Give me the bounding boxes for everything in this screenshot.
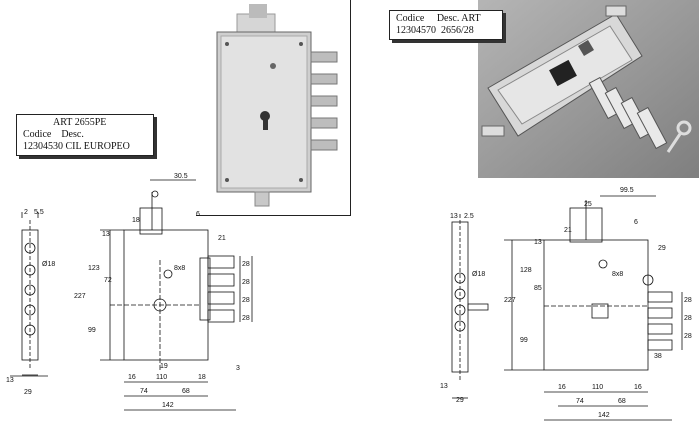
right-code-header: Codice (396, 13, 425, 24)
left-dim-d4: 13 (102, 231, 110, 238)
left-dim-b5: 68 (182, 388, 190, 395)
left-technical-drawing: 2 5.5 30.5 6 18 21 13 227 123 72 99 8x8 … (6, 173, 253, 411)
right-product-headers: Codice Desc. ART (396, 13, 496, 25)
right-dim-s38: 38 (654, 353, 662, 360)
left-dim-b8: 19 (160, 363, 168, 370)
right-dim-bottom-13: 13 (440, 383, 448, 390)
right-dim-t2: 6 (634, 219, 638, 226)
left-dim-spacing-3: 28 (242, 297, 250, 304)
right-desc-header: Desc. ART (436, 13, 481, 24)
right-dim-spacing-2: 28 (684, 315, 692, 322)
left-dim-top-offset: 30.5 (174, 173, 188, 180)
right-dim-b5: 68 (618, 398, 626, 405)
left-dim-h-upper: 123 (88, 265, 100, 272)
right-dim-h-mid: 85 (534, 285, 542, 292)
right-dim-t3: 21 (564, 227, 572, 234)
left-dim-b3: 18 (198, 374, 206, 381)
left-dim-side-a: 2 (24, 209, 28, 216)
left-code-value: 12304530 (23, 141, 63, 152)
right-dim-sq: 8x8 (612, 271, 623, 278)
left-dim-sq: 8x8 (174, 265, 185, 272)
left-dim-bottom-13: 13 (6, 377, 14, 384)
left-dim-spacing-4: 28 (242, 315, 250, 322)
right-technical-drawing: 99.5 13 2.5 25 6 21 13 29 227 128 85 99 … (440, 187, 692, 421)
right-dim-b1: 16 (558, 384, 566, 391)
right-dim-t4: 13 (534, 239, 542, 246)
right-dim-h-lower: 99 (520, 337, 528, 344)
left-photo-frame-bottom (196, 215, 351, 216)
left-dim-side-b: 5.5 (34, 209, 44, 216)
right-dim-spacing-3: 28 (684, 333, 692, 340)
right-dim-h-total: 227 (504, 297, 516, 304)
left-dim-h-lower: 99 (88, 327, 96, 334)
left-lock-photo-image (213, 4, 348, 209)
left-dim-b2: 110 (156, 374, 167, 381)
right-product-label: Codice Desc. ART 12304570 2656/28 (389, 10, 503, 40)
left-code-header: Codice (23, 129, 52, 140)
right-dim-h-upper: 128 (520, 267, 532, 274)
left-product-headers: Codice Desc. (23, 129, 147, 141)
left-photo-frame-right (350, 0, 351, 216)
left-dim-width-small: 29 (24, 389, 32, 396)
left-dim-b6: 142 (162, 402, 174, 409)
left-dim-spacing-1: 28 (242, 261, 250, 268)
left-product-title: ART 2655PE (53, 117, 107, 128)
left-dim-d1: 18 (132, 217, 140, 224)
right-dim-top-width: 99.5 (620, 187, 634, 194)
right-dim-dia: Ø18 (472, 271, 485, 278)
right-dim-width-small: 29 (456, 397, 464, 404)
right-product-values: 12304570 2656/28 (396, 25, 496, 37)
right-dim-b3: 16 (634, 384, 642, 391)
left-dim-b4: 74 (140, 388, 148, 395)
right-dim-side-a: 13 (450, 213, 458, 220)
left-dim-h-total: 227 (74, 293, 86, 300)
right-lock-photo (478, 0, 699, 178)
left-product-values: 12304530 CIL EUROPEO (23, 141, 147, 153)
left-dim-h-mid: 72 (104, 277, 112, 284)
right-dim-b4: 74 (576, 398, 584, 405)
left-dim-spacing-2: 28 (242, 279, 250, 286)
left-dim-b7: 3 (236, 365, 240, 372)
right-dim-side-b: 2.5 (464, 213, 474, 220)
right-dim-t5: 29 (658, 245, 666, 252)
left-product-label: ART 2655PE Codice Desc. 12304530 CIL EUR… (16, 114, 154, 156)
left-desc-header: Desc. (61, 129, 84, 140)
right-dim-t1: 25 (584, 201, 592, 208)
left-lock-photo (213, 4, 348, 209)
left-dim-d3: 6 (196, 211, 200, 218)
left-dim-d2: 21 (218, 235, 226, 242)
left-dim-dia: Ø18 (42, 261, 55, 268)
right-dim-b6: 142 (598, 412, 610, 419)
right-code-value: 12304570 (396, 25, 436, 36)
right-dim-spacing-1: 28 (684, 297, 692, 304)
right-lock-photo-image (478, 0, 699, 178)
left-desc-value: CIL EUROPEO (65, 141, 130, 152)
right-dim-b2: 110 (592, 384, 603, 391)
left-dim-b1: 16 (128, 374, 136, 381)
right-desc-value: 2656/28 (441, 25, 474, 36)
